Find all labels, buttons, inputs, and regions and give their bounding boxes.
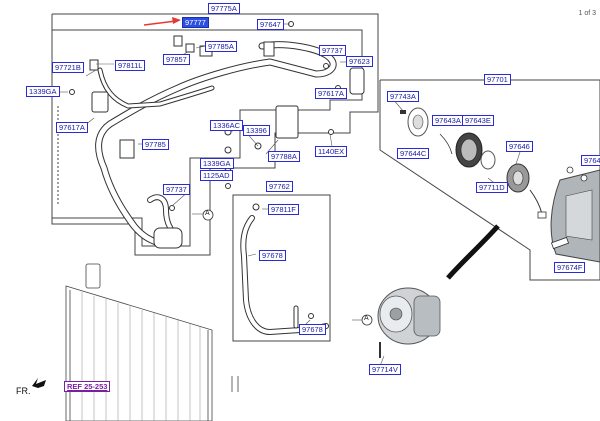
part-label-13396[interactable]: 13396 [243,125,270,136]
part-label-97737-upper[interactable]: 97737 [319,45,346,56]
compressor-group-frame [379,79,600,281]
receiver-drier [349,67,365,95]
part-label-97643A[interactable]: 97643A [432,115,464,126]
part-label-97788A[interactable]: 97788A [268,151,300,162]
compressor-cutaway [550,166,600,263]
part-label-97762[interactable]: 97762 [266,181,293,192]
part-label-97678-lower[interactable]: 97678 [299,324,326,335]
callout-a-lower: A [364,315,369,322]
part-label-97785[interactable]: 97785 [142,139,169,150]
part-label-97721B[interactable]: 97721B [52,62,84,73]
part-label-97743A[interactable]: 97743A [387,91,419,102]
part-label-1339GA-center[interactable]: 1339GA [200,158,234,169]
part-label-9764-clipped[interactable]: 9764 [581,155,600,166]
front-marker-label: FR. [16,386,31,396]
part-label-1125AD[interactable]: 1125AD [200,170,233,181]
muffler-body [153,227,183,249]
callout-a-upper: A [205,210,210,217]
part-label-97811F[interactable]: 97811F [268,204,299,215]
clutch-assembly [400,107,547,219]
condenser [65,263,239,421]
part-label-97647[interactable]: 97647 [257,19,284,30]
part-label-97714V[interactable]: 97714V [369,364,401,375]
part-label-97674F[interactable]: 97674F [554,262,586,273]
part-label-97617A-right[interactable]: 97617A [315,88,347,99]
part-label-97623[interactable]: 97623 [346,56,373,67]
page-indicator: 1 of 3 [578,10,596,17]
refrigerant-hoses [95,41,337,335]
hardware-parts [69,21,365,319]
section-divider [446,224,500,280]
part-label-97711D[interactable]: 97711D [476,182,508,193]
part-label-97811L[interactable]: 97811L [115,60,146,71]
front-direction-arrow-icon [32,378,46,388]
part-label-97701[interactable]: 97701 [484,74,511,85]
callout-a-markers [192,209,373,326]
part-label-97643E[interactable]: 97643E [462,115,494,126]
part-label-97644C[interactable]: 97644C [397,148,430,159]
part-label-1339GA-left[interactable]: 1339GA [26,86,60,97]
red-pointer-arrow [143,17,181,26]
pressure-switch-bracket [275,105,299,139]
part-label-97777-highlighted[interactable]: 97777 [182,17,209,28]
part-label-97646[interactable]: 97646 [506,141,533,152]
hose-bracket [119,139,135,159]
part-label-97617A-left[interactable]: 97617A [56,122,88,133]
part-label-1336AC[interactable]: 1336AC [210,120,244,131]
part-label-97678-upper[interactable]: 97678 [259,250,286,261]
reference-link-25-253[interactable]: REF 25-253 [64,381,111,392]
discharge-hose-frame [232,194,331,342]
part-label-1140EX[interactable]: 1140EX [315,146,348,157]
compressor [377,287,441,358]
part-label-97857[interactable]: 97857 [163,54,190,65]
service-port [89,59,99,71]
part-label-97785A[interactable]: 97785A [205,41,237,52]
part-label-97775A[interactable]: 97775A [208,3,240,14]
part-label-97737-lower[interactable]: 97737 [163,184,190,195]
